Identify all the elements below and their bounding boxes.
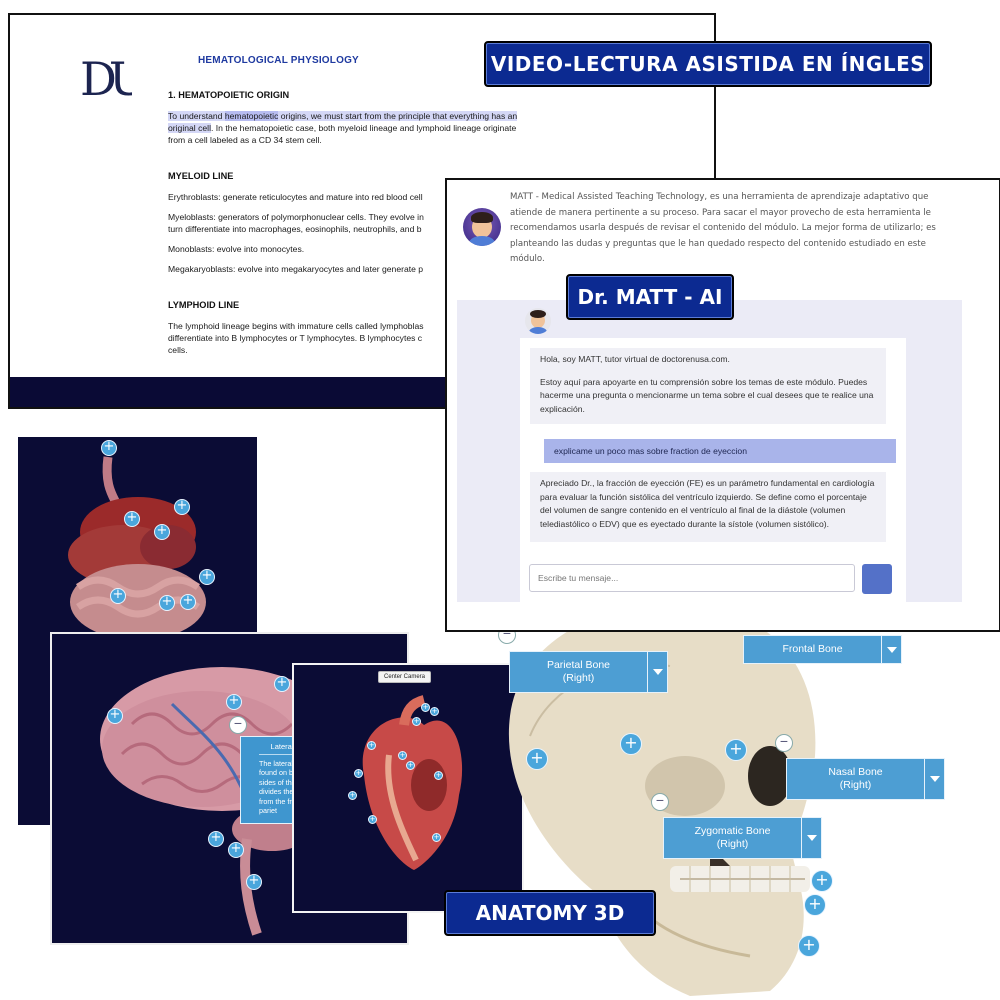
send-button[interactable] — [862, 564, 892, 594]
add-hotspot-icon[interactable]: + — [412, 717, 421, 726]
paragraph-line: differentiate into B lymphocytes or T ly… — [168, 333, 423, 343]
label-text: Parietal Bone (Right) — [546, 659, 611, 684]
chevron-down-icon[interactable] — [801, 818, 821, 858]
add-hotspot-icon[interactable]: + — [124, 511, 140, 527]
section-title: LYMPHOID LINE — [168, 300, 240, 310]
paragraph-line: cells. — [168, 345, 188, 355]
add-hotspot-icon[interactable]: + — [430, 707, 439, 716]
add-hotspot-icon[interactable]: + — [367, 741, 376, 750]
add-hotspot-icon[interactable]: + — [228, 842, 244, 858]
parietal-bone-label[interactable]: Parietal Bone (Right) — [509, 651, 668, 693]
add-hotspot-icon[interactable]: + — [434, 771, 443, 780]
add-hotspot-icon[interactable]: + — [226, 694, 242, 710]
bot-answer: Apreciado Dr., la fracción de eyección (… — [530, 472, 886, 542]
video-lecture-banner: VIDEO-LECTURA ASISTIDA EN ÍNGLES — [484, 41, 932, 87]
nasal-bone-label[interactable]: Nasal Bone (Right) — [786, 758, 945, 800]
add-hotspot-icon[interactable]: + — [110, 588, 126, 604]
document-header: HEMATOLOGICAL PHYSIOLOGY — [198, 55, 359, 66]
add-hotspot-icon[interactable]: + — [107, 708, 123, 724]
label-text: Zygomatic Bone (Right) — [694, 825, 771, 850]
digestive-organs-image — [68, 456, 206, 640]
paragraph-line: Erythroblasts: generate reticulocytes an… — [168, 192, 423, 202]
section-title: MYELOID LINE — [168, 171, 234, 181]
svg-text:DU: DU — [80, 52, 132, 103]
collapse-hotspot-icon[interactable]: − — [229, 716, 247, 734]
add-hotspot-icon[interactable]: + — [180, 594, 196, 610]
paragraph-line: Megakaryoblasts: evolve into megakaryocy… — [168, 264, 424, 274]
bot-help: Estoy aquí para apoyarte en tu comprensi… — [540, 376, 874, 414]
add-hotspot-icon[interactable]: + — [274, 676, 290, 692]
add-hotspot-icon[interactable]: + — [154, 524, 170, 540]
label-text: Frontal Bone — [782, 643, 843, 655]
add-hotspot-icon[interactable]: + — [159, 595, 175, 611]
add-hotspot-icon[interactable]: + — [526, 748, 548, 770]
add-hotspot-icon[interactable]: + — [398, 751, 407, 760]
document-body: 1. HEMATOPOIETIC ORIGIN To understand he… — [168, 89, 568, 364]
add-hotspot-icon[interactable]: + — [804, 894, 826, 916]
bot-greeting: Hola, soy MATT, tutor virtual de doctore… — [540, 354, 730, 364]
user-message: explicame un poco mas sobre fraction de … — [544, 439, 896, 463]
label-text: Nasal Bone (Right) — [828, 766, 883, 791]
dr-matt-ai-banner: Dr. MATT - AI — [566, 274, 734, 320]
add-hotspot-icon[interactable]: + — [432, 833, 441, 842]
zygomatic-bone-label[interactable]: Zygomatic Bone (Right) — [663, 817, 822, 859]
add-hotspot-icon[interactable]: + — [101, 440, 117, 456]
paragraph-line: The lymphoid lineage begins with immatur… — [168, 321, 424, 331]
collapse-hotspot-icon[interactable]: − — [775, 734, 793, 752]
chat-panel: Hola, soy MATT, tutor virtual de doctore… — [457, 300, 962, 602]
section-title: 1. HEMATOPOIETIC ORIGIN — [168, 90, 290, 100]
add-hotspot-icon[interactable]: + — [199, 569, 215, 585]
add-hotspot-icon[interactable]: + — [798, 935, 820, 957]
tooltip-text: The lateral found on b sides of th divid… — [259, 758, 294, 816]
anatomy-3d-banner: ANATOMY 3D — [444, 890, 656, 936]
chat-messages: Hola, soy MATT, tutor virtual de doctore… — [520, 338, 906, 602]
du-logo: DU — [80, 52, 132, 103]
matt-avatar — [463, 208, 501, 246]
tooltip-title: Lateral — [259, 740, 305, 755]
collapse-hotspot-icon[interactable]: − — [651, 793, 669, 811]
add-hotspot-icon[interactable]: + — [354, 769, 363, 778]
add-hotspot-icon[interactable]: + — [348, 791, 357, 800]
matt-avatar-small — [525, 308, 551, 334]
add-hotspot-icon[interactable]: + — [246, 874, 262, 890]
add-hotspot-icon[interactable]: + — [406, 761, 415, 770]
paragraph-line: To understand hematopoietic origins, we … — [168, 111, 518, 121]
matt-chat-window: MATT - Medical Assisted Teaching Technol… — [445, 178, 1000, 632]
add-hotspot-icon[interactable]: + — [725, 739, 747, 761]
bot-message: Hola, soy MATT, tutor virtual de doctore… — [530, 348, 886, 424]
paragraph-line: original cell. In the hematopoietic case… — [168, 123, 517, 133]
add-hotspot-icon[interactable]: + — [174, 499, 190, 515]
message-input[interactable]: Escribe tu mensaje... — [529, 564, 855, 592]
paragraph-line: from a cell labeled as a CD 34 stem cell… — [168, 135, 322, 145]
frontal-bone-label[interactable]: Frontal Bone — [743, 635, 902, 664]
chevron-down-icon[interactable] — [881, 636, 901, 663]
paragraph-line: Monoblasts: evolve into monocytes. — [168, 244, 305, 254]
chat-intro-text: MATT - Medical Assisted Teaching Technol… — [510, 192, 936, 264]
heart-3d-viewer[interactable]: Center Camera + + + + + + + + + + + — [292, 663, 524, 913]
chevron-down-icon[interactable] — [647, 652, 667, 692]
paragraph-line: turn differentiate into macrophages, eos… — [168, 224, 422, 234]
add-hotspot-icon[interactable]: + — [421, 703, 430, 712]
paragraph-line: Myeloblasts: generators of polymorphonuc… — [168, 212, 424, 222]
add-hotspot-icon[interactable]: + — [208, 831, 224, 847]
heart-image — [362, 695, 463, 870]
add-hotspot-icon[interactable]: + — [368, 815, 377, 824]
add-hotspot-icon[interactable]: + — [620, 733, 642, 755]
center-camera-button[interactable]: Center Camera — [378, 671, 432, 683]
add-hotspot-icon[interactable]: + — [811, 870, 833, 892]
chevron-down-icon[interactable] — [924, 759, 944, 799]
